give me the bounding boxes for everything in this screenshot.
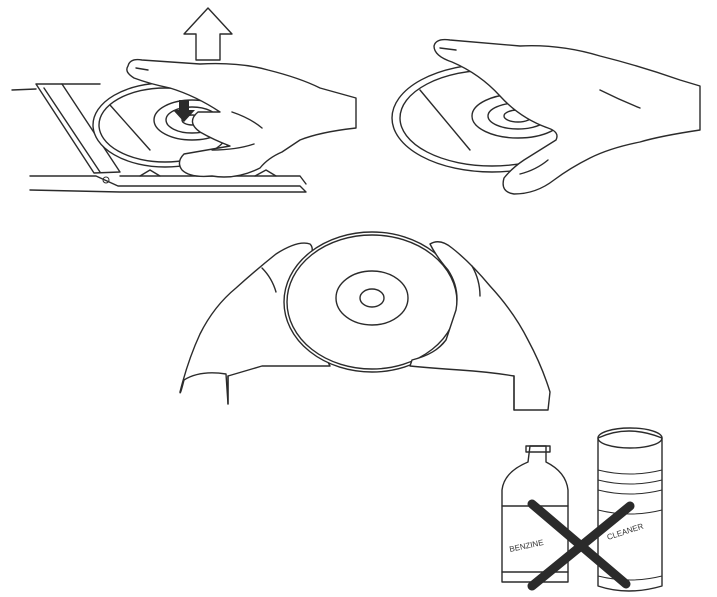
panel-no-solvents: BENZINE CLEANER [502, 428, 662, 591]
up-arrow-icon [184, 8, 232, 60]
panel-remove-disc-from-tray [12, 8, 356, 192]
panel-hold-disc-both-hands [180, 232, 550, 410]
panel-hold-disc-edge [392, 40, 700, 194]
